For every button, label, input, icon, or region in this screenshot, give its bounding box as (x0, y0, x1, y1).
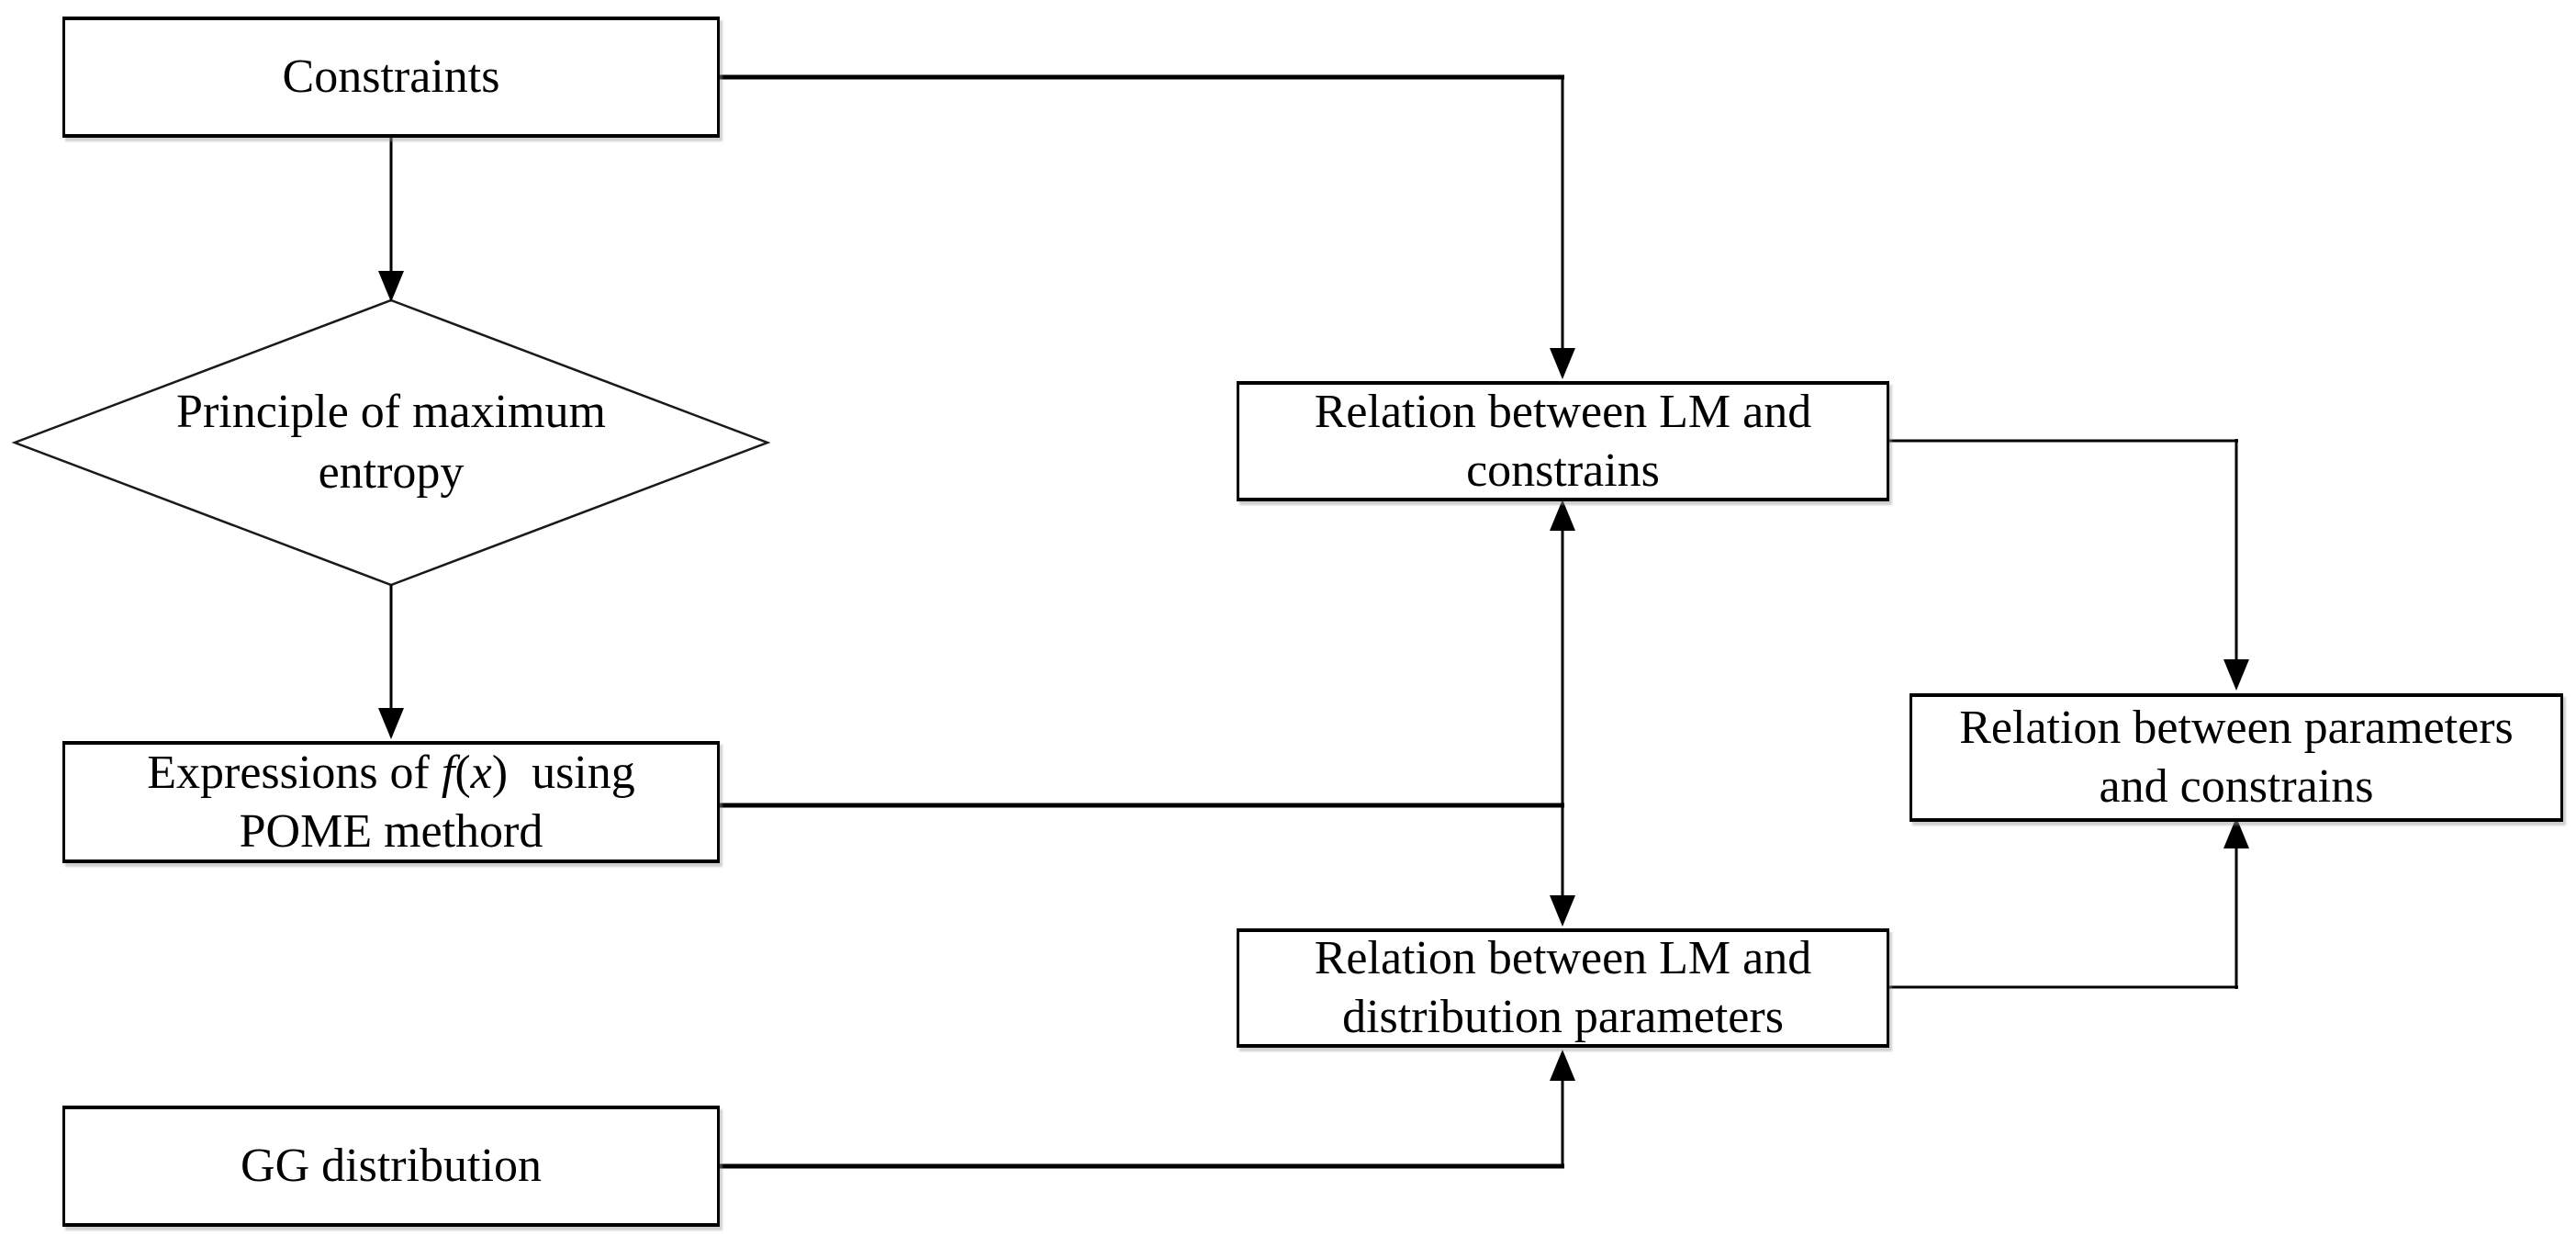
arrow-lm-dist-params-to-params-constrains (1884, 817, 2249, 989)
node-params-constrains-line2: and constrains (2099, 760, 2374, 813)
node-expressions-line2: POME methord (239, 804, 543, 858)
node-lm-dist-params: Relation between LM and distribution par… (1237, 928, 1889, 1048)
node-lm-constrains: Relation between LM and constrains (1237, 381, 1889, 501)
node-gg-distribution: GG distribution (62, 1106, 720, 1227)
node-principle-line2: entropy (318, 446, 465, 499)
node-lm-constrains-line1: Relation between LM and (1314, 385, 1812, 438)
arrow-lm-constrains-to-params-constrains (1884, 439, 2249, 691)
node-principle-line1: Principle of maximum (176, 386, 606, 438)
node-principle-label: Principle of maximum entropy (116, 378, 666, 507)
node-constraints: Constraints (62, 17, 720, 138)
node-lm-dist-params-line2: distribution parameters (1342, 991, 1784, 1043)
node-expressions: Expressions of f(x) using POME methord (62, 741, 720, 863)
node-params-constrains-line1: Relation between parameters (1959, 702, 2514, 754)
arrow-junction-to-lm-dist-params (1550, 805, 1575, 927)
arrow-constraints-to-lm-constrains (717, 74, 1575, 379)
arrow-constraints-to-principle (378, 134, 404, 302)
node-gg-distribution-label: GG distribution (241, 1140, 542, 1192)
arrow-principle-to-expressions (378, 585, 404, 739)
arrow-gg-to-lm-dist-params (717, 1050, 1575, 1169)
node-lm-dist-params-line1: Relation between LM and (1314, 932, 1812, 984)
arrow-junction-to-lm-constrains (1550, 500, 1575, 805)
node-constraints-label: Constraints (282, 51, 500, 103)
node-expressions-line1: Expressions of f(x) using (147, 746, 635, 799)
node-params-constrains: Relation between parameters and constrai… (1910, 693, 2563, 822)
node-lm-constrains-line2: constrains (1466, 444, 1660, 497)
